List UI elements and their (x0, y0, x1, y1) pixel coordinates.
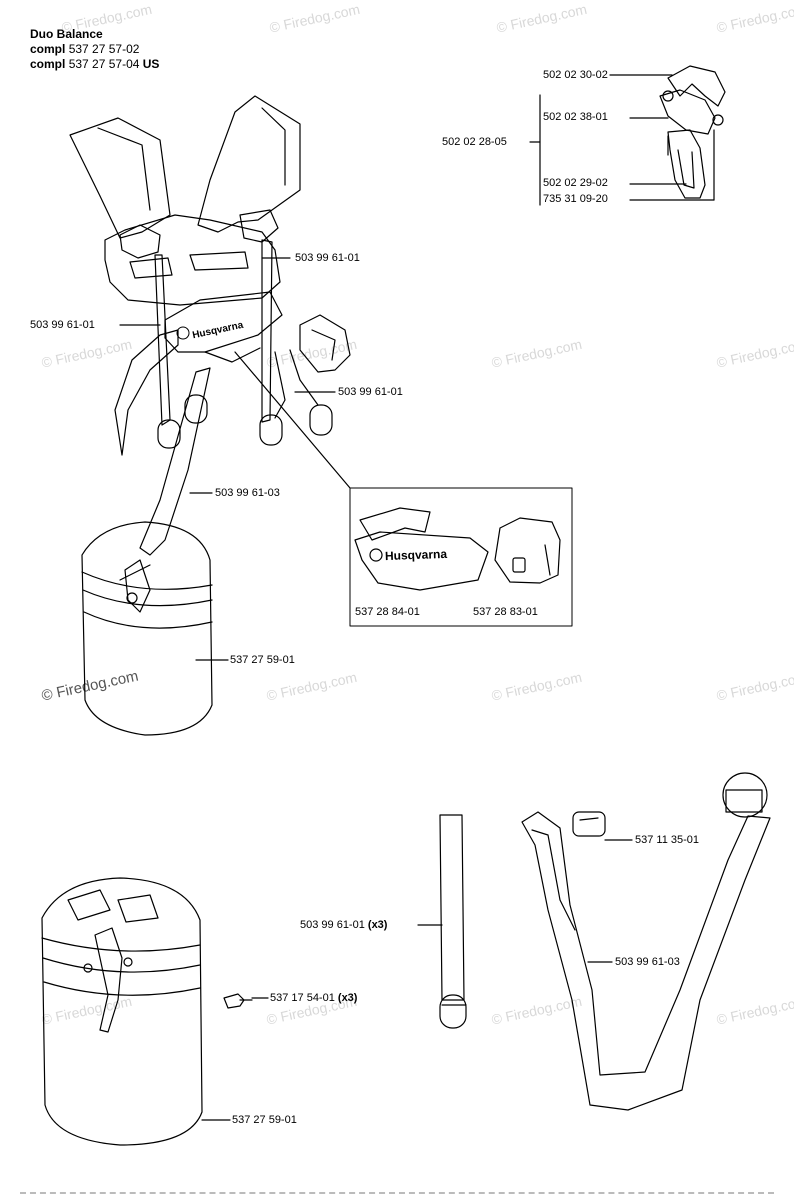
part-label-with-qty: 503 99 61-01 (x3) (300, 919, 388, 931)
strap-straight (439, 814, 467, 1029)
part-label: 537 28 83-01 (473, 606, 538, 618)
bag-bottom (41, 877, 203, 1146)
part-label: 537 27 59-01 (230, 654, 295, 666)
compl-line-1: compl 537 27 57-02 (30, 42, 140, 56)
model-name: Duo Balance (30, 27, 103, 41)
part-label: 502 02 30-02 (543, 69, 608, 81)
harness-assembly (69, 95, 351, 736)
part-label-with-qty: 537 17 54-01 (x3) (270, 992, 358, 1004)
part-label: 537 27 59-01 (232, 1114, 297, 1126)
part-label: 503 99 61-03 (215, 487, 280, 499)
buckle-part (572, 811, 606, 837)
part-label: 537 28 84-01 (355, 606, 420, 618)
hook-clip-assembly (659, 65, 726, 199)
strap-plate-parts (354, 507, 561, 591)
part-label: 502 02 28-05 (442, 136, 507, 148)
screw-part (223, 993, 253, 1009)
husqvarna-logo-text-detail: Husqvarna (384, 546, 448, 564)
part-label: 502 02 38-01 (543, 111, 608, 123)
page-bottom-rule (20, 1192, 774, 1194)
husqvarna-logo-main (176, 326, 190, 340)
part-label: 503 99 61-03 (615, 956, 680, 968)
part-label: 503 99 61-01 (295, 252, 360, 264)
part-label: 537 11 35-01 (635, 834, 700, 846)
compl-line-2: compl 537 27 57-04 US (30, 57, 160, 71)
part-label: 503 99 61-01 (30, 319, 95, 331)
part-label: 735 31 09-20 (543, 193, 608, 205)
part-label: 502 02 29-02 (543, 177, 608, 189)
diagram-title: Duo Balance compl 537 27 57-02 compl 537… (30, 27, 159, 72)
strap-curved (521, 772, 771, 1111)
part-label: 503 99 61-01 (338, 386, 403, 398)
